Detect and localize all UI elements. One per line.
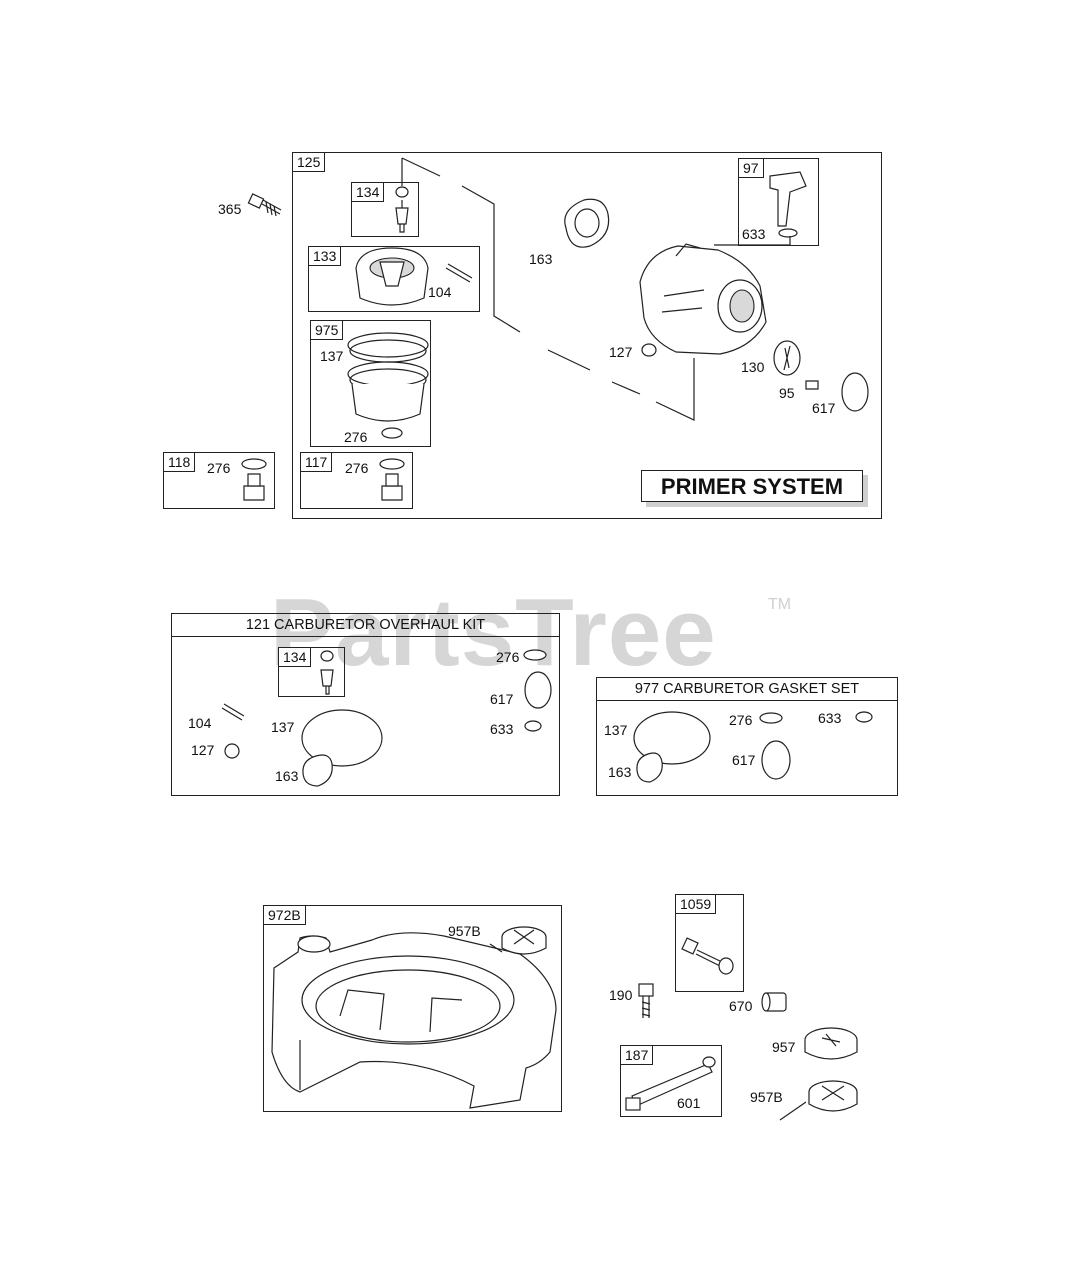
kit-callout-104[interactable]: 104 (188, 715, 212, 731)
callout-190[interactable]: 190 (609, 987, 633, 1003)
set-callout-163[interactable]: 163 (608, 764, 632, 780)
callout-276-117[interactable]: 276 (345, 460, 369, 476)
primer-system-title: PRIMER SYSTEM (641, 470, 863, 502)
cap-957b-bottom-drawing (779, 1080, 858, 1121)
set-callout-633[interactable]: 633 (818, 710, 842, 726)
subgroup-134: 134 (351, 182, 419, 237)
callout-163[interactable]: 163 (529, 251, 553, 267)
kit-callout-137[interactable]: 137 (271, 719, 295, 735)
bushing-670-drawing (761, 992, 787, 1012)
kit-gasket-163-drawing (302, 754, 333, 787)
subgroup-118-label[interactable]: 118 (163, 452, 196, 472)
fuel-tank-group: 972B (263, 905, 562, 1112)
cap-957b-top-drawing (489, 926, 547, 955)
float-133-drawing (355, 247, 473, 306)
set-o-ring-617-drawing (761, 740, 791, 780)
group-125-label[interactable]: 125 (292, 152, 326, 172)
screw-95-drawing (805, 380, 819, 390)
kit-callout-163[interactable]: 163 (275, 768, 299, 784)
primer-system-group: 125 (292, 152, 882, 519)
subgroup-1059-label[interactable]: 1059 (675, 894, 717, 914)
gasket-163-drawing (564, 198, 610, 248)
callout-95[interactable]: 95 (779, 385, 795, 401)
callout-617[interactable]: 617 (812, 400, 836, 416)
set-gasket-163-drawing (636, 752, 663, 783)
callout-957b[interactable]: 957B (750, 1089, 783, 1105)
plug-117-drawing (379, 458, 405, 501)
subgroup-117-label[interactable]: 117 (300, 452, 333, 472)
kit-subgroup-134: 134 (278, 647, 345, 697)
kit-o-ring-137-drawing (301, 709, 383, 767)
set-washer-276-drawing (759, 712, 783, 724)
o-ring-617-drawing (841, 372, 869, 412)
callout-957[interactable]: 957 (772, 1039, 796, 1055)
tank-callout-957b[interactable]: 957B (448, 923, 481, 939)
fuel-tank-972b-drawing (271, 932, 557, 1109)
overhaul-kit-title[interactable]: 121 CARBURETOR OVERHAUL KIT (172, 614, 559, 637)
set-callout-137[interactable]: 137 (604, 722, 628, 738)
leader-lines (401, 157, 791, 421)
subgroup-975: 975 (310, 320, 431, 447)
set-callout-617[interactable]: 617 (732, 752, 756, 768)
cap-957-drawing (804, 1027, 858, 1060)
subgroup-117: 117 (300, 452, 413, 509)
o-ring-127-drawing (641, 343, 657, 357)
subgroup-133: 133 (308, 246, 480, 312)
kit-o-ring-617-drawing (524, 671, 552, 709)
gasket-set-box: 977 CARBURETOR GASKET SET (596, 677, 898, 796)
bolt-190-drawing (638, 983, 654, 1018)
kit-callout-633[interactable]: 633 (490, 721, 514, 737)
kit-pin-104-drawing (221, 703, 245, 721)
gasket-set-title[interactable]: 977 CARBURETOR GASKET SET (597, 678, 897, 701)
kit-needle-134-drawing (320, 650, 334, 695)
callout-276-bowl[interactable]: 276 (344, 429, 368, 445)
callout-365[interactable]: 365 (218, 201, 242, 217)
subgroup-97-label[interactable]: 97 (738, 158, 764, 178)
carburetor-body-drawing (639, 243, 767, 355)
callout-137[interactable]: 137 (320, 348, 344, 364)
set-washer-633-drawing (855, 711, 873, 723)
callout-104[interactable]: 104 (428, 284, 452, 300)
trademark-mark: TM (768, 596, 792, 613)
bolt-365-drawing (247, 193, 282, 217)
callout-633[interactable]: 633 (742, 226, 766, 242)
subgroup-134-label[interactable]: 134 (351, 182, 385, 202)
bowl-975-drawing (347, 332, 429, 439)
callout-127[interactable]: 127 (609, 344, 633, 360)
plug-118-drawing (241, 458, 267, 501)
throttle-plate-130-drawing (773, 340, 801, 376)
subgroup-118: 118 (163, 452, 275, 509)
kit-washer-276-drawing (523, 649, 547, 661)
subgroup-133-label[interactable]: 133 (308, 246, 342, 266)
set-o-ring-137-drawing (633, 711, 711, 765)
kit-subgroup-134-label[interactable]: 134 (278, 647, 312, 667)
set-callout-276[interactable]: 276 (729, 712, 753, 728)
subgroup-975-label[interactable]: 975 (310, 320, 344, 340)
kit-callout-127[interactable]: 127 (191, 742, 215, 758)
kit-callout-617[interactable]: 617 (490, 691, 514, 707)
bolt-1059-drawing (681, 937, 734, 975)
callout-276-118[interactable]: 276 (207, 460, 231, 476)
subgroup-187: 187 (620, 1045, 722, 1117)
callout-670[interactable]: 670 (729, 998, 753, 1014)
overhaul-kit-box: 121 CARBURETOR OVERHAUL KIT (171, 613, 560, 796)
needle-134-drawing (395, 186, 409, 233)
kit-washer-633-drawing (524, 720, 542, 732)
subgroup-1059: 1059 (675, 894, 744, 992)
kit-callout-276[interactable]: 276 (496, 649, 520, 665)
subgroup-187-label[interactable]: 187 (620, 1045, 654, 1065)
kit-o-ring-127-drawing (224, 743, 240, 759)
subgroup-97: 97 (738, 158, 819, 246)
callout-601[interactable]: 601 (677, 1095, 701, 1111)
group-972b-label[interactable]: 972B (263, 905, 306, 925)
choke-97-drawing (769, 171, 807, 238)
callout-130[interactable]: 130 (741, 359, 765, 375)
fuel-line-601-drawing (625, 1056, 716, 1111)
